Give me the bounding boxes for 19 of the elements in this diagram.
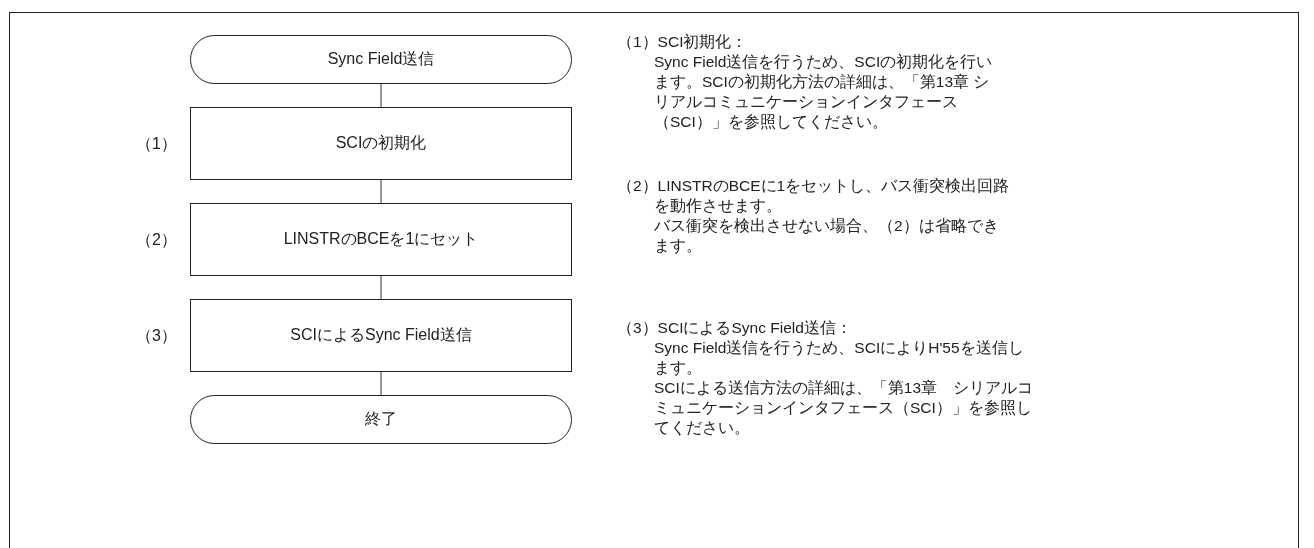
note-heading: （3）SCIによるSync Field送信：	[617, 318, 853, 338]
connector-line	[380, 275, 382, 300]
step-number: （3）	[136, 326, 177, 346]
connector-line	[380, 179, 382, 204]
note-text: バス衝突を検出させない場合、（2）は省略できます。	[654, 216, 1000, 256]
note-text: SCIによる送信方法の詳細は、「第13章 シリアルコミュニケーションインタフェース（SCI）」を参照してください。	[654, 378, 1034, 438]
note-text: Sync Field送信を行うため、SCIの初期化を行います。SCIの初期化方法の詳細は、「第13章 シリアルコミュニケーションインタフェース（SCI）」を参照してください。	[654, 52, 994, 132]
process-box: SCIの初期化	[190, 107, 572, 180]
connector-line	[380, 83, 382, 108]
terminal-shape: 終了	[190, 395, 572, 444]
note-text: Sync Field送信を行うため、SCIによりH'55を送信します。	[654, 338, 1025, 378]
connector-line	[380, 371, 382, 396]
step-number: （2）	[136, 230, 177, 250]
step-number: （1）	[136, 134, 177, 154]
note-heading: （2）LINSTRのBCEに1をセットし、バス衝突検出回路を動作させます。	[617, 176, 1011, 216]
note-heading: （1）SCI初期化：	[617, 32, 749, 52]
process-box: LINSTRのBCEを1にセット	[190, 203, 572, 276]
process-box: SCIによるSync Field送信	[190, 299, 572, 372]
terminal-shape: Sync Field送信	[190, 35, 572, 84]
